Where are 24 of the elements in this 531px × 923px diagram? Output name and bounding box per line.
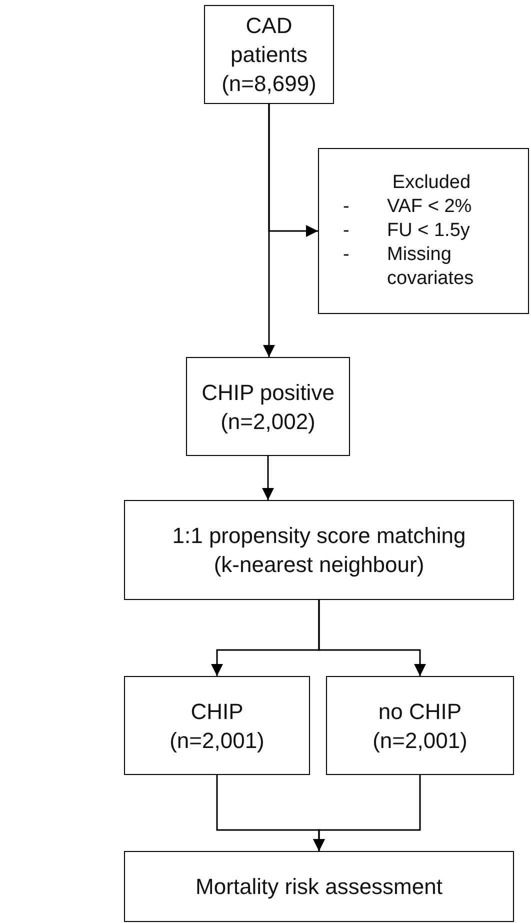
process-box	[124, 851, 514, 922]
list-item: Missing covariates	[387, 243, 475, 291]
process-box	[318, 148, 529, 314]
bullet-dash: -	[343, 195, 350, 219]
bullet-dash: -	[343, 219, 350, 243]
box-heading: Excluded	[391, 171, 472, 195]
process-box	[124, 500, 514, 600]
box-text: no CHIP (n=2,001)	[372, 698, 468, 754]
box-text: 1:1 propensity score matching (k-nearest neighbour)	[171, 522, 467, 579]
process-box	[326, 676, 514, 775]
arrow	[313, 775, 421, 851]
box-text: Mortality risk assessment	[196, 873, 442, 901]
box-text: CHIP (n=2,001)	[168, 698, 266, 754]
list-item: FU < 1.5y	[387, 219, 471, 243]
bullet-dash: -	[343, 243, 350, 267]
list-item: VAF < 2%	[387, 195, 473, 219]
box-text: CHIP positive (n=2,002)	[200, 378, 336, 436]
process-box	[204, 5, 334, 104]
process-box	[124, 676, 310, 775]
box-text: CAD patients (n=8,699)	[220, 12, 318, 98]
arrow	[268, 104, 318, 237]
process-box	[186, 357, 350, 456]
arrow	[318, 600, 426, 676]
arrow	[262, 456, 274, 500]
